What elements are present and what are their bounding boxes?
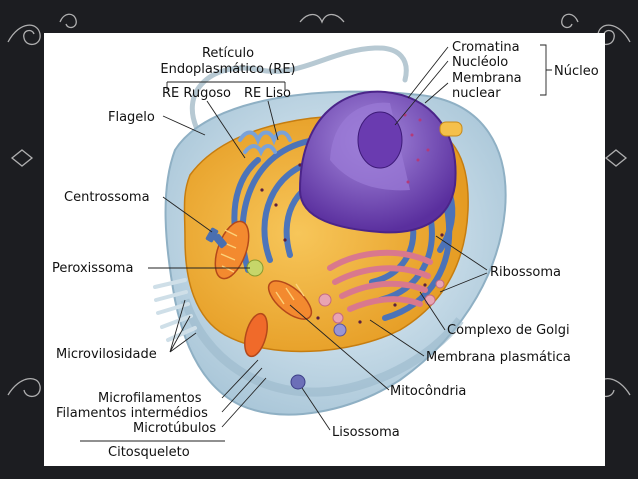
flagellum: [189, 45, 409, 138]
ornament-right-diamond: [604, 149, 628, 167]
nucleolus: [357, 111, 403, 169]
label-microvilosidade: Microvilosidade: [56, 347, 157, 362]
label-membrana-plasmatica: Membrana plasmática: [426, 350, 571, 365]
ornament-top-left: [7, 24, 41, 45]
ornament-top-left-small: [59, 13, 77, 29]
label-re-liso: RE Liso: [244, 86, 291, 101]
vesicle-top-right: [439, 121, 463, 137]
lysosome-2: [333, 323, 347, 337]
ornament-bottom-left: [7, 378, 41, 397]
label-centrossoma: Centrossoma: [64, 190, 150, 205]
golgi-apparatus: [327, 249, 433, 312]
label-re-title-line1: Retículo: [201, 46, 255, 61]
label-mitocondria: Mitocôndria: [390, 384, 467, 399]
golgi-vesicles: [318, 279, 445, 324]
label-lisossoma: Lisossoma: [332, 425, 400, 440]
label-ribossoma: Ribossoma: [490, 265, 561, 280]
label-complexo-golgi: Complexo de Golgi: [447, 323, 570, 338]
label-membrana-nuclear-line1: Membrana: [452, 71, 522, 86]
ornament-left-diamond: [10, 149, 34, 167]
label-filamentos-intermedios: Filamentos intermédios: [56, 406, 208, 421]
label-membrana-nuclear-line2: nuclear: [452, 86, 501, 101]
lysosome: [290, 374, 306, 390]
label-nucleolo: Nucléolo: [452, 55, 509, 70]
label-re-title-line2: Endoplasmático (RE): [160, 62, 296, 77]
leader-lines: [80, 44, 552, 442]
label-citosqueleto: Citosqueleto: [108, 445, 190, 460]
ornament-top-right-small: [561, 13, 579, 29]
centrosome: [205, 227, 227, 249]
label-cromatina: Cromatina: [452, 40, 520, 55]
ornament-top-center: [299, 13, 345, 24]
chromatin: [403, 113, 430, 184]
label-flagelo: Flagelo: [108, 110, 155, 125]
label-microtubulos: Microtúbulos: [133, 421, 217, 436]
mitochondria: [214, 220, 313, 358]
label-nucleo: Núcleo: [554, 64, 599, 79]
membrane-lower-surface: [180, 298, 464, 397]
smooth-er: [238, 130, 292, 157]
mitochondria-cristae: [220, 229, 305, 305]
label-peroxissoma: Peroxissoma: [52, 261, 134, 276]
label-microfilamentos: Microfilamentos: [98, 391, 202, 406]
label-re-rugoso: RE Rugoso: [162, 86, 231, 101]
